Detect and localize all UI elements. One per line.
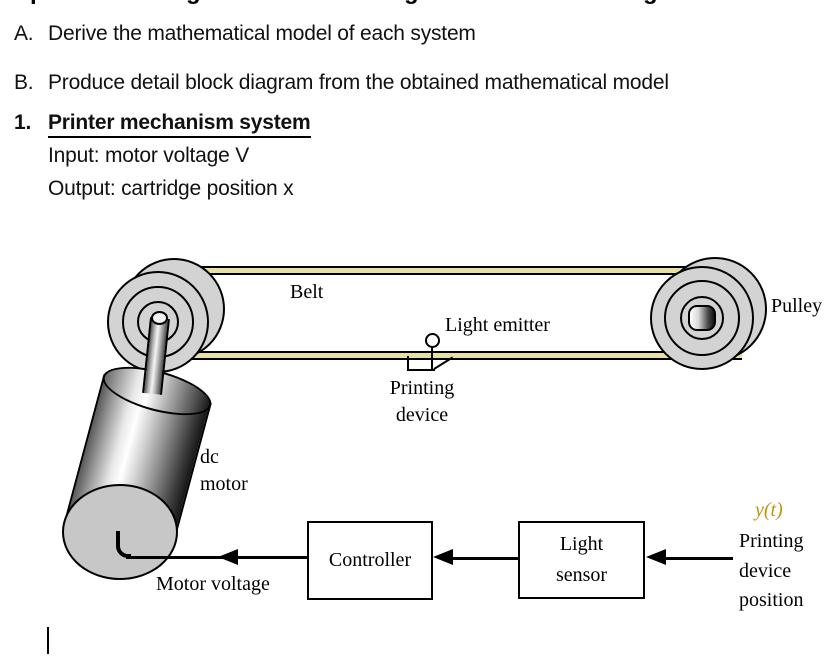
belt-label: Belt [290,281,324,303]
light-sensor-label-line1: Light [559,533,604,555]
left-pulley-ring [122,286,194,358]
right-pulley-front-disk [650,266,754,370]
printing-device-label-line2: device [395,404,449,426]
light-sensor-block: Light sensor [518,521,645,599]
signal-desc-line3: position [739,589,804,611]
cropped-glyph: g [404,0,419,6]
printing-device-bracket-diagonal [433,356,454,370]
exercise-output-line: Output: cartridge position x [48,177,294,200]
right-pulley-inner-ring [680,296,724,340]
task-marker: A. [14,22,34,45]
belt-top-band [170,266,742,275]
signal-desc-line1: Printing [739,530,804,552]
dc-motor-label-line2: motor [200,473,248,495]
exercise-title: Printer mechanism system [48,111,311,138]
light-emitter-bulb [425,333,440,348]
printing-device-bracket-bottom [407,369,435,371]
rotation-hook [116,531,131,558]
cropped-glyph: g [643,0,658,6]
position-to-sensor-arrowhead [646,549,666,565]
left-pulley-front-disk [107,271,209,373]
text-cursor [47,627,49,654]
right-pulley-ring [664,280,740,356]
motor-shaft [142,317,170,395]
light-sensor-label-line2: sensor [555,564,608,586]
printing-device-label-line1: Printing [389,377,455,399]
left-pulley-back-disk [123,258,225,360]
motor-voltage-arrowhead [218,549,238,565]
light-emitter-label: Light emitter [445,314,550,336]
left-pulley-inner-ring [137,301,179,343]
sensor-to-controller-arrowhead [433,549,453,565]
light-emitter-stem [431,347,433,370]
printing-device-bracket-left [407,356,409,371]
motor-body [64,374,212,550]
cropped-glyph: p [30,0,45,6]
position-to-sensor-line [665,557,733,560]
sensor-to-controller-line [450,557,518,560]
motor-top-cap [97,357,217,425]
controller-block: Controller [307,521,433,600]
motor-voltage-label: Motor voltage [156,573,270,595]
dc-motor-label-line1: dc [200,446,219,468]
cropped-text-line: p g g g [0,0,835,8]
motor-face [62,484,178,580]
belt-bottom-band [170,351,742,360]
motor-voltage-line [126,556,307,559]
task-marker: B. [14,71,34,94]
task-text: Derive the mathematical model of each sy… [48,22,476,45]
motor-shaft-end [151,311,168,325]
output-signal-label: y(t) [755,499,783,521]
pulley-label: Pulley [771,295,823,317]
signal-desc-line2: device [739,559,792,582]
output-signal-description: Printing device position [739,527,803,616]
cropped-glyph: g [186,0,201,6]
right-pulley-back-disk [663,257,767,361]
exercise-input-line: Input: motor voltage V [48,144,250,167]
task-text: Produce detail block diagram from the ob… [48,71,669,94]
right-pulley-hub [688,305,716,331]
exercise-number: 1. [14,111,32,134]
controller-label: Controller [328,549,412,571]
task-item-a: A. Derive the mathematical model of each … [14,22,824,46]
task-item-b: B. Produce detail block diagram from the … [14,71,824,95]
